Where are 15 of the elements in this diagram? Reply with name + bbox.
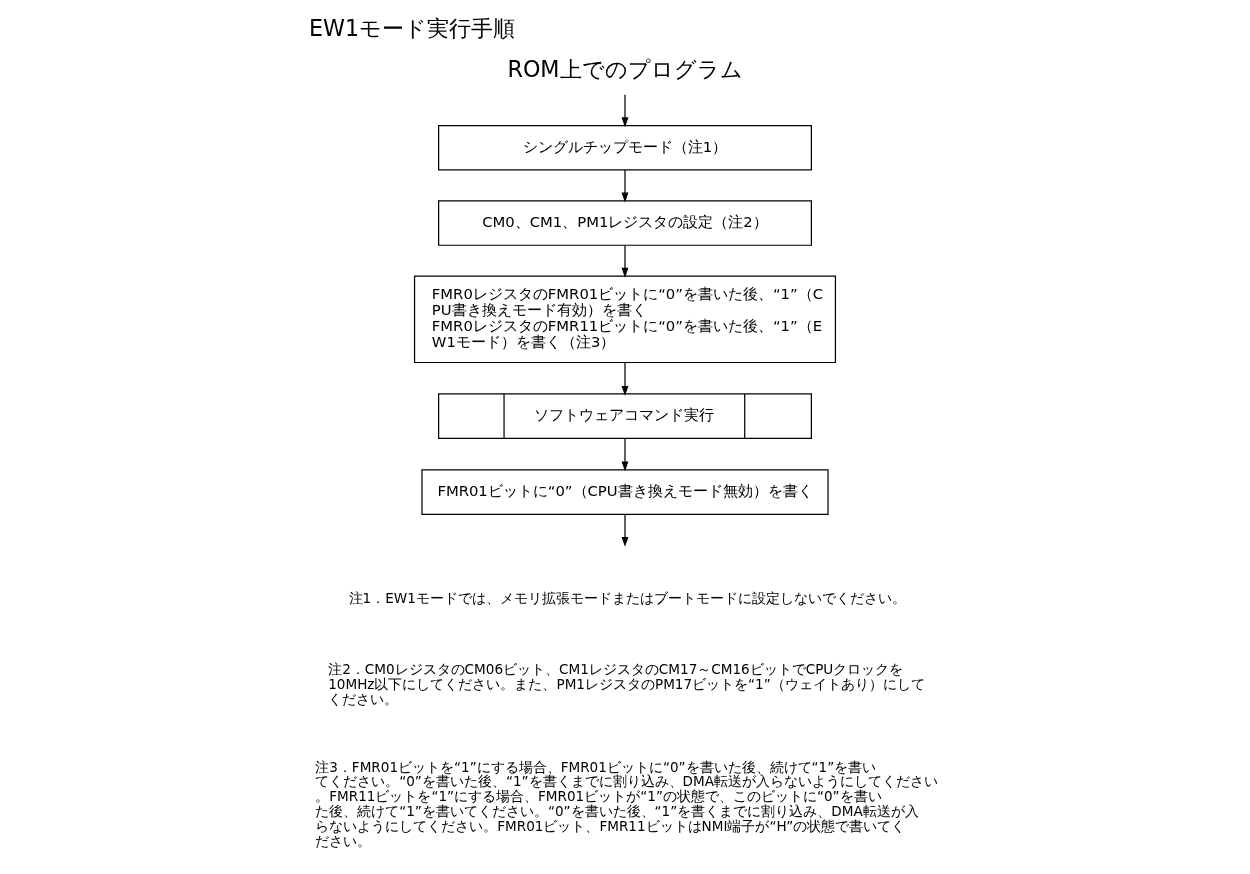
node-box: CM0、CM1、PM1レジスタの設定（注2） [438, 200, 812, 246]
node-box: FMR0レジスタのFMR01ビットに“0”を書いた後、“1”（CPU書き換えモード有効）を書く FMR0レジスタのFMR11ビットに“0”を書いた後、“1”（EW1モード）を書く（注3） [413, 275, 837, 364]
arrow [621, 94, 629, 128]
label: 注1．EW1モードでは、メモリ拡張モードまたはブートモードに設定しないでください。 [348, 589, 906, 606]
diagram-title: EW1モード実行手順 [309, 14, 516, 41]
node-text: ROM上でのプログラム [507, 55, 743, 82]
label: 注2．CM0レジスタのCM06ビット、CM1レジスタのCM17～CM16ビットでCPUクロックを10MHz以下にしてください。また、PM1レジスタのPM17ビットを“1”（ウェイトあり）にしてください。 [328, 661, 925, 707]
node-box: FMR01ビットに“0”（CPU書き換えモード無効）を書く [421, 469, 829, 515]
node-box: シングルチップモード（注1） [438, 124, 812, 171]
arrow [621, 362, 629, 396]
arrow [621, 513, 629, 547]
arrow [621, 244, 629, 278]
label: 注3．FMR01ビットを“1”にする場合、FMR01ビットに“0”を書いた後、続けて“1”を書いてください。“0”を書いた後、“1”を書くまでに割り込み、DMA転送が入らないようにしてください。FMR11ビットを“1”にする場合、FMR01ビットが“1”の状態で、このビットに“0”を書いた後、続けて“1”を書いてください。“0”を書いた後、“1”を書くまでに割り込み、DMA転送が入らないようにしてください。FMR01ビット、FMR11ビットはNMI端子が“H”の状態で書いてください。 [315, 758, 939, 849]
arrow [621, 169, 629, 203]
arrow [621, 438, 629, 472]
